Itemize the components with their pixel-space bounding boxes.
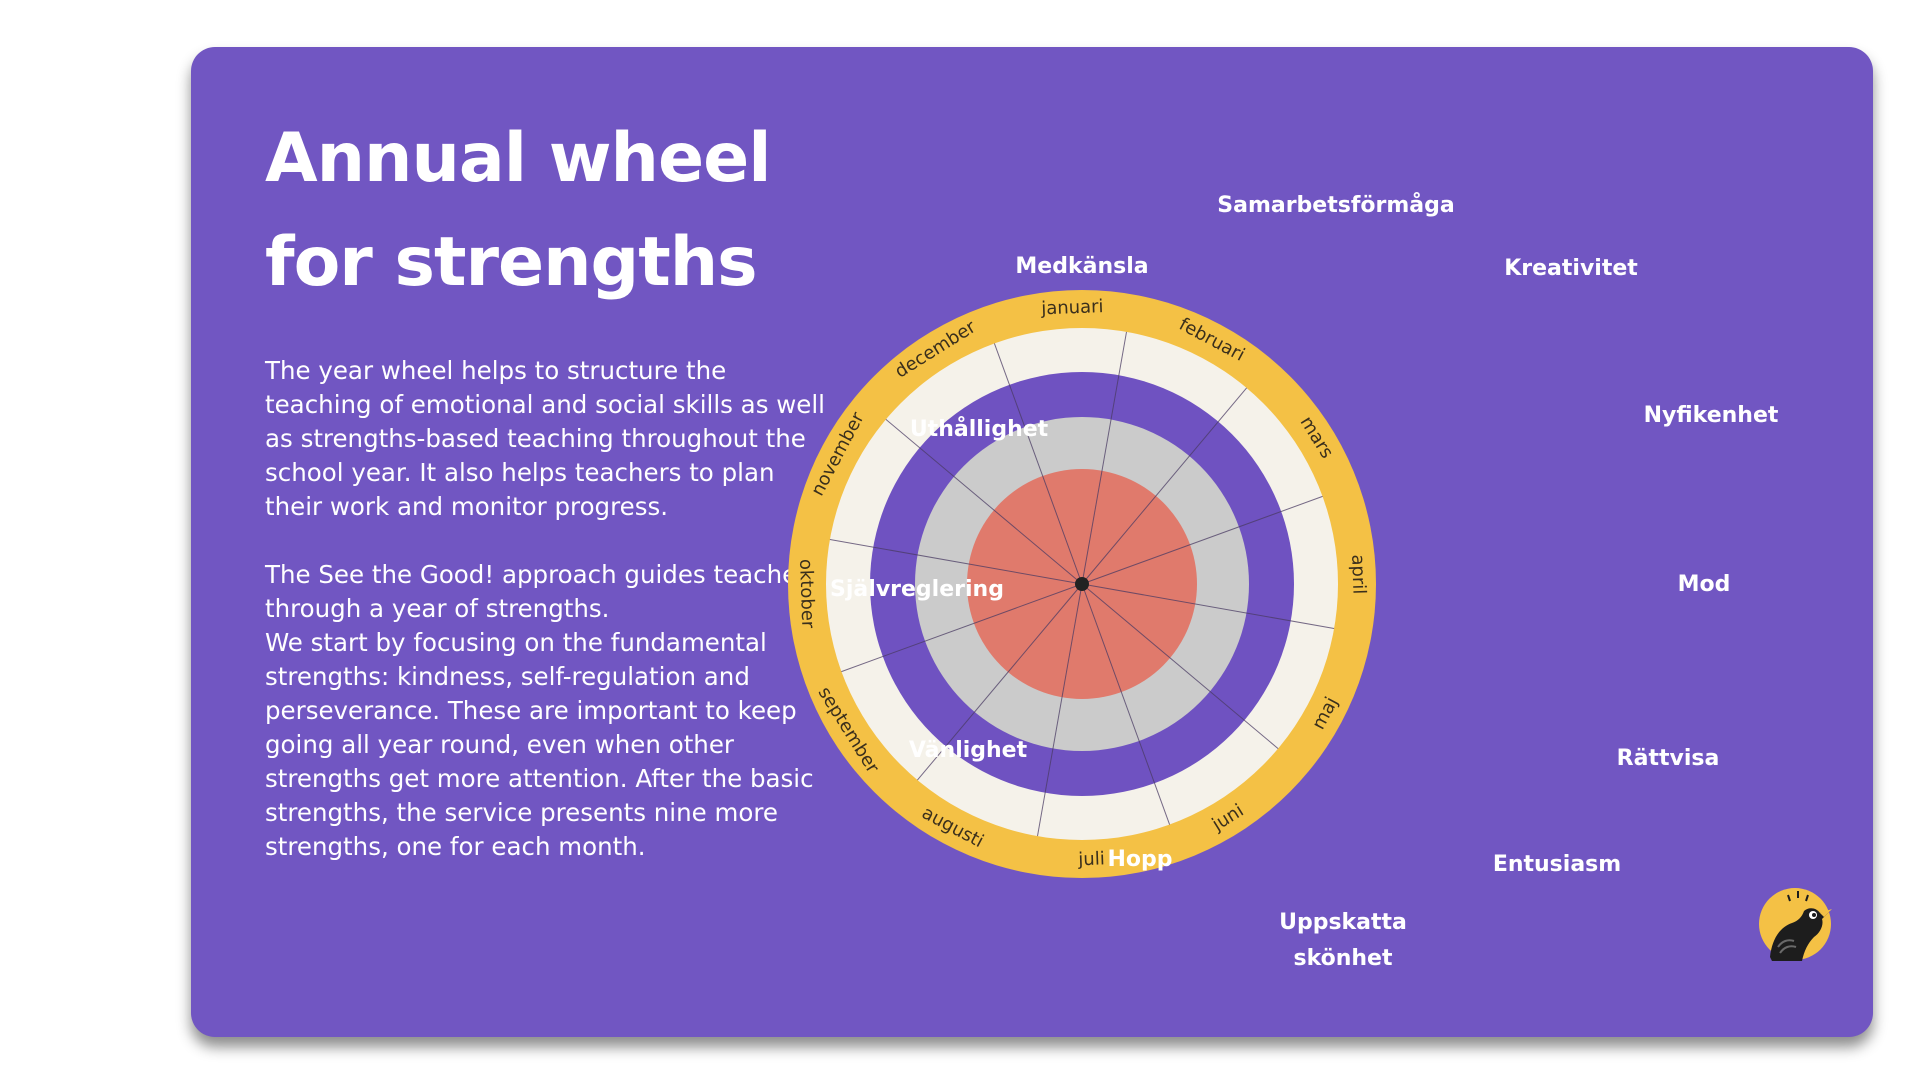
bird-logo-icon [1759,888,1832,961]
wheel-spoke [1081,583,1335,629]
description-paragraph-2-line-2: We start by focusing on the fundamental … [265,628,814,861]
wheel-spokes [829,331,1335,837]
wheel-spoke [885,419,1083,585]
strength-label-rattvisa: Rättvisa [1617,746,1720,771]
description-paragraph-2: The See the Good! approach guides teache… [265,558,825,864]
strength-label-nyfikenhet: Nyfikenhet [1644,403,1779,428]
wheel-spoke [1081,495,1323,585]
strength-label-samarbetsformaga: Samarbetsförmåga [1217,192,1455,218]
strength-label-uppskatta-line-2: skönhet [1293,946,1392,971]
month-label-april: april [1347,554,1369,595]
wheel-spoke [993,343,1083,585]
strength-label-entusiasm: Entusiasm [1493,852,1621,877]
strength-label-hopp: Hopp [1107,847,1172,872]
strength-label-vanlighet: Vänlighet [909,738,1028,763]
strength-label-kreativitet: Kreativitet [1504,256,1638,281]
wheel-hub [1075,577,1089,591]
wheel-spoke [1081,583,1171,825]
strength-label-sjalvreglering: Självreglering [830,577,1004,602]
description-paragraph-1: The year wheel helps to structure the te… [265,356,825,521]
wheel-spoke [1081,331,1127,585]
strength-label-medkansla: Medkänsla [1015,254,1148,279]
title-line-1: Annual wheel [265,119,772,198]
wheel-spoke [1081,583,1279,749]
month-label-juli: juli [1077,848,1105,870]
annual-wheel-diagram: januarifebruarimarsaprilmajjunijuliaugus… [788,192,1779,971]
wheel-spoke [841,583,1083,673]
title-line-2: for strengths [265,223,758,302]
month-label-januari: januari [1040,296,1104,319]
strength-label-uthallighet: Uthållighet [910,416,1049,442]
wheel-spoke [1037,583,1083,837]
wheel-spoke [829,539,1083,585]
wheel-spoke [1081,387,1247,585]
strength-label-mod: Mod [1678,572,1731,597]
description: The year wheel helps to structure the te… [265,354,825,864]
page-title: Annual wheel for strengths [265,107,905,315]
description-paragraph-2-line-1: The See the Good! approach guides teache… [265,560,808,623]
slide-card: Annual wheel for strengths The year whee… [191,47,1873,1037]
month-label-oktober: oktober [795,559,818,630]
strength-label-uppskatta-line-1: Uppskatta [1279,910,1407,935]
strength-labels: Samarbetsförmåga Kreativitet Nyfikenhet … [830,192,1779,971]
wheel-spoke [917,583,1083,781]
